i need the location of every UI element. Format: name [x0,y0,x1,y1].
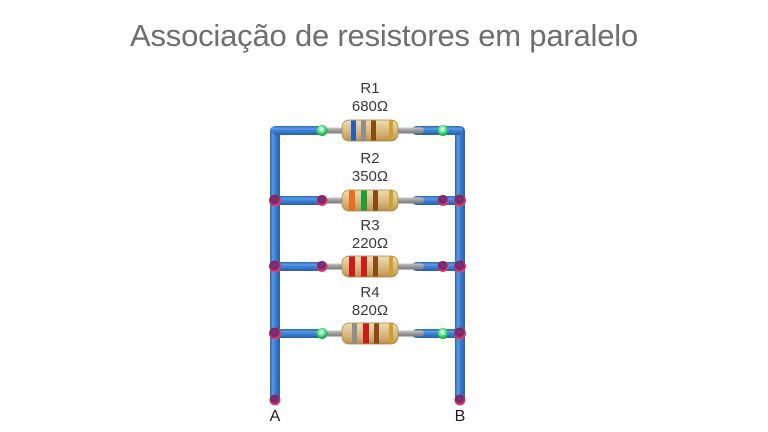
wire-row4-left [272,329,324,338]
junction-nodes [269,194,466,406]
resistor-label-R1: R1 680Ω [290,80,450,115]
R3-body [341,255,399,278]
terminal-label-A: A [269,408,281,425]
node-right-row3 [454,260,466,273]
R2-band-2 [361,190,367,211]
R4-name: R4 [360,284,380,301]
page-title: Associação de resistores em paralelo [130,18,638,53]
node-terminal-A [269,394,281,406]
resistor-R1 [316,119,449,142]
R1-lead-right [394,127,424,134]
resistor-R4 [316,322,449,345]
R3-value: 220Ω [351,234,389,252]
R2-band-4 [389,190,393,211]
R2-name: R2 [360,150,380,167]
node-right-row4 [454,327,466,340]
R1-name: R1 [360,80,380,97]
R4-lead-right [394,330,424,337]
R2-body [341,189,399,212]
node-R3-connector-left [316,261,328,272]
resistor-R3 [316,255,424,278]
resistor-label-R3: R3 220Ω [290,217,450,252]
R3-band-3 [373,256,378,277]
R4-band-4 [389,323,393,344]
R1-band-2 [361,120,366,141]
node-left-row3 [269,260,281,273]
R1-connector-left-icon [316,125,328,136]
node-R2-connector-right [437,195,449,206]
R3-band-2 [361,256,367,277]
node-right-row2 [454,194,466,207]
node-R3-connector-right [437,261,449,272]
R2-lead-right [394,197,424,204]
R1-band-4 [389,120,393,141]
R3-lead-right [394,263,424,270]
R4-band-3 [374,323,379,344]
R2-value: 350Ω [351,167,389,185]
R3-band-4 [389,256,393,277]
node-terminal-B [454,394,466,406]
node-R2-connector-left [316,195,328,206]
wire-row2-left [272,196,324,205]
R4-band-1 [352,323,357,344]
resistor-label-R4: R4 820Ω [290,284,450,319]
R3-name: R3 [360,217,380,234]
R3-band-1 [349,256,355,277]
R1-connector-right-icon [437,125,449,136]
terminal-label-B: B [454,408,466,425]
node-left-row2 [269,194,281,207]
R4-connector-left-icon [316,328,328,339]
R2-band-3 [373,190,378,211]
R1-band-3 [371,120,376,141]
R2-band-1 [349,190,355,211]
node-left-row4 [269,327,281,340]
R4-connector-right-icon [437,328,449,339]
wire-row3-left [272,262,324,271]
resistor-label-R2: R2 350Ω [290,150,450,185]
wire-row1-left [272,126,324,135]
R1-band-1 [351,120,356,141]
R4-value: 820Ω [351,301,389,319]
R1-value: 680Ω [351,97,389,115]
R4-band-2 [363,323,369,344]
resistor-R2 [316,189,424,212]
